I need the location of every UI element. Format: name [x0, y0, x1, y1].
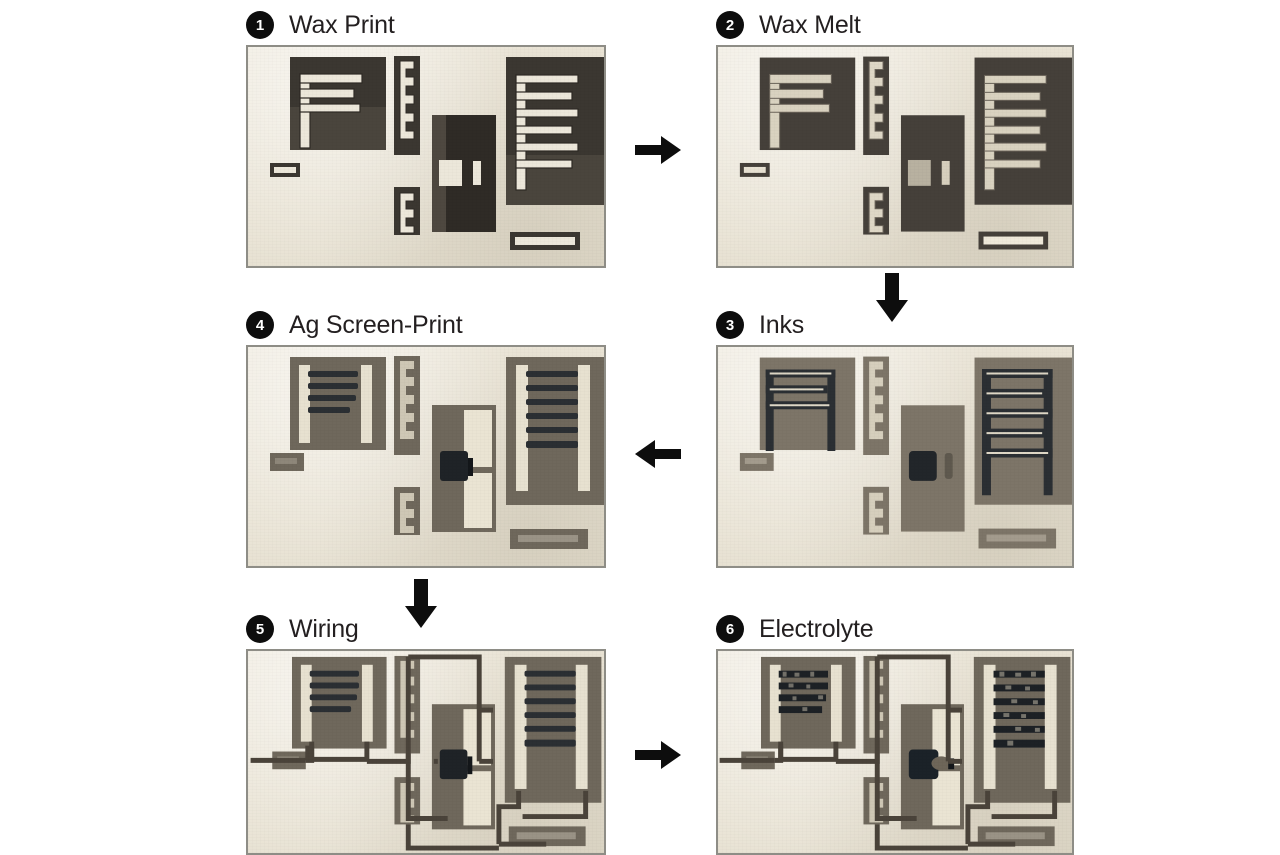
- step-2-title: Wax Melt: [759, 10, 861, 39]
- step-5-header: 5 Wiring: [246, 612, 606, 646]
- step-2-wax-melt: 2 Wax Melt: [716, 8, 1074, 268]
- step-3-number-badge: 3: [716, 311, 744, 339]
- step-4-header: 4 Ag Screen-Print: [246, 308, 606, 342]
- step-6-title: Electrolyte: [759, 614, 874, 643]
- step-5-number-badge: 5: [246, 615, 274, 643]
- step-6-pattern: [719, 654, 1071, 851]
- step-4-number-badge: 4: [246, 311, 274, 339]
- step-6-photo: [716, 649, 1074, 855]
- step-3-pattern: [739, 356, 1072, 549]
- step-1-number-badge: 1: [246, 11, 274, 39]
- step-1-title: Wax Print: [289, 10, 395, 39]
- step-2-header: 2 Wax Melt: [716, 8, 1074, 42]
- step-4-title: Ag Screen-Print: [289, 310, 463, 339]
- step-1-wax-print: 1 Wax Print: [246, 8, 606, 268]
- step-5-title: Wiring: [289, 614, 359, 643]
- step-3-photo: [716, 345, 1074, 568]
- arrow-step5-to-step6: [633, 738, 683, 772]
- step-3-header: 3 Inks: [716, 308, 1074, 342]
- step-3-inks: 3 Inks: [716, 308, 1074, 568]
- step-1-wax-pattern: [270, 56, 604, 250]
- step-1-header: 1 Wax Print: [246, 8, 606, 42]
- step-2-photo: [716, 45, 1074, 268]
- step-5-pattern: [250, 654, 602, 851]
- step-4-ag-screen-print: 4 Ag Screen-Print: [246, 308, 606, 568]
- arrow-step3-to-step4: [633, 437, 683, 471]
- step-6-header: 6 Electrolyte: [716, 612, 1074, 646]
- arrow-step1-to-step2: [633, 133, 683, 167]
- step-1-photo: [246, 45, 606, 268]
- step-6-electrolyte: 6 Electrolyte: [716, 612, 1074, 855]
- step-4-photo: [246, 345, 606, 568]
- step-4-pattern: [270, 356, 604, 549]
- step-5-wiring: 5 Wiring: [246, 612, 606, 855]
- step-3-title: Inks: [759, 310, 805, 339]
- step-2-wax-pattern: [739, 56, 1072, 250]
- arrow-step2-to-step3: [874, 272, 910, 324]
- arrow-step4-to-step5: [403, 578, 439, 630]
- step-2-number-badge: 2: [716, 11, 744, 39]
- step-5-photo: [246, 649, 606, 855]
- step-6-number-badge: 6: [716, 615, 744, 643]
